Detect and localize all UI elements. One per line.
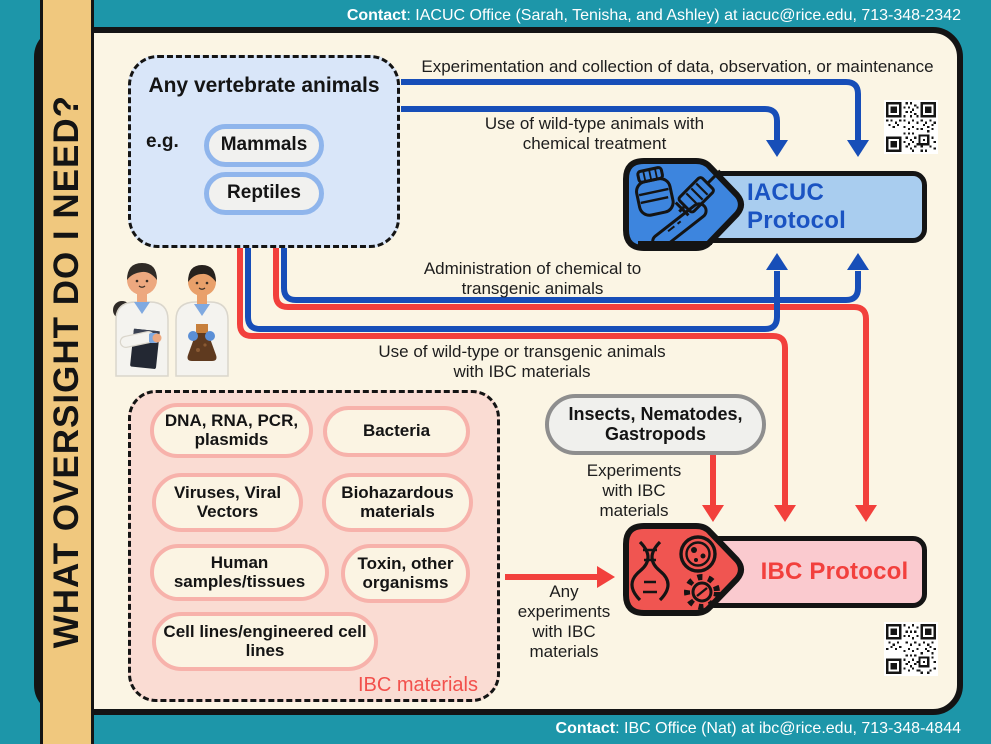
- ibc-materials-caption: IBC materials: [357, 674, 478, 696]
- ibc-protocol-box: IBC Protocol: [700, 536, 927, 608]
- label-wild-transgenic-ibc: Use of wild-type or transgenic animals w…: [378, 342, 666, 382]
- pill-cell-lines: Cell lines/engineered cell lines: [152, 612, 378, 671]
- pill-mammals: Mammals: [204, 124, 324, 167]
- contact-label: Contact: [555, 720, 616, 737]
- pill-viruses: Viruses, Viral Vectors: [152, 473, 303, 532]
- poster-title: WHAT OVERSIGHT DO I NEED?: [47, 95, 86, 649]
- pill-toxin: Toxin, other organisms: [341, 544, 470, 603]
- arrow-wild-transgenic-blue: [245, 246, 780, 332]
- pill-human-samples: Human samples/tissues: [150, 544, 329, 601]
- iacuc-protocol-label: IACUC Protocol: [747, 179, 846, 234]
- pill-biohazardous: Biohazardous materials: [322, 473, 473, 532]
- ibc-tag: [623, 523, 744, 616]
- label-any-experiments-ibc: Any experiments with IBC materials: [517, 582, 611, 662]
- contact-label: Contact: [346, 7, 407, 24]
- arrow-admin-chemical-blue: [281, 246, 861, 303]
- iacuc-tag: [623, 158, 744, 251]
- label-experimentation: Experimentation and collection of data, …: [421, 57, 934, 76]
- scalpel-icon: [651, 202, 708, 251]
- gear-icon: [684, 574, 720, 610]
- scientist-woman: [113, 263, 169, 377]
- arrow-wildtype-chemical-blue: [401, 106, 780, 141]
- qr-code-iacuc: [884, 100, 938, 154]
- label-experiments-ibc: Experiments with IBC materials: [586, 461, 682, 521]
- label-admin-chemical: Administration of chemical to transgenic…: [423, 259, 642, 299]
- qr-code-ibc: [884, 622, 938, 676]
- vertebrate-box-title: Any vertebrate animals: [148, 74, 380, 97]
- sidebar: WHAT OVERSIGHT DO I NEED?: [40, 0, 94, 744]
- dna-icon: [630, 540, 670, 602]
- arrow-experimentation-blue: [401, 79, 861, 141]
- arrow-wild-transgenic-red: [237, 246, 788, 506]
- label-wildtype-chemical: Use of wild-type animals with chemical t…: [484, 114, 705, 154]
- petri-dish-icon: [679, 535, 717, 573]
- scientists-illustration: [113, 263, 229, 377]
- vial-icon: [635, 166, 675, 217]
- pill-bacteria: Bacteria: [323, 406, 470, 457]
- syringe-icon: [674, 169, 722, 217]
- ibc-protocol-label: IBC Protocol: [760, 558, 909, 585]
- pill-reptiles: Reptiles: [204, 172, 324, 215]
- pill-dna-rna: DNA, RNA, PCR, plasmids: [150, 403, 313, 458]
- iacuc-contact-banner: Contact: IACUC Office (Sarah, Tenisha, a…: [346, 7, 961, 24]
- arrow-admin-chemical-red: [273, 246, 869, 506]
- pill-invertebrates: Insects, Nematodes, Gastropods: [545, 394, 766, 455]
- eg-label: e.g.: [146, 131, 179, 152]
- scientist-man: [175, 265, 229, 377]
- ibc-contact-banner: Contact: IBC Office (Nat) at ibc@rice.ed…: [555, 720, 961, 737]
